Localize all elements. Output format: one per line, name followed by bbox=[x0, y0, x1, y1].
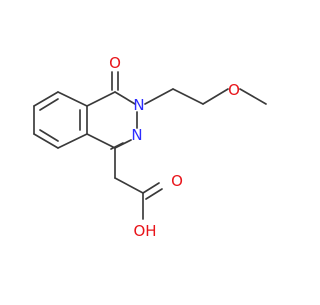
bond bbox=[86, 133, 116, 149]
ring-nitrogen-n2-label: N bbox=[131, 126, 142, 144]
bond bbox=[144, 88, 174, 105]
ring-nitrogen-n3-label: N bbox=[133, 96, 144, 114]
bond bbox=[172, 88, 204, 105]
molecule-canvas: O N N O O OH bbox=[33, 54, 267, 240]
bond-double-inner bbox=[39, 129, 59, 142]
methoxyethyl-chain bbox=[144, 88, 267, 105]
bond bbox=[114, 177, 144, 194]
bond-double-inner bbox=[110, 142, 124, 150]
bond bbox=[57, 133, 88, 149]
bond-double bbox=[145, 188, 163, 200]
bond bbox=[114, 139, 132, 149]
structure-diagram: O N N O O OH bbox=[33, 54, 267, 240]
pyridazinone-ring bbox=[86, 91, 138, 150]
bond bbox=[57, 91, 88, 107]
bond bbox=[33, 133, 59, 149]
bond bbox=[239, 88, 267, 105]
bond bbox=[114, 91, 136, 105]
benzene-ring bbox=[33, 91, 88, 149]
acetic-acid-chain bbox=[114, 147, 163, 220]
bond-double-inner bbox=[39, 98, 59, 111]
bond bbox=[202, 88, 229, 105]
ketone-group bbox=[111, 71, 119, 91]
ether-oxygen-label: O bbox=[228, 81, 240, 99]
carbonyl-oxygen-label: O bbox=[171, 172, 183, 190]
ketone-oxygen-label: O bbox=[109, 54, 121, 72]
bond bbox=[86, 91, 116, 107]
bond bbox=[33, 91, 59, 107]
bond bbox=[142, 182, 160, 194]
hydroxyl-label: OH bbox=[133, 222, 156, 240]
